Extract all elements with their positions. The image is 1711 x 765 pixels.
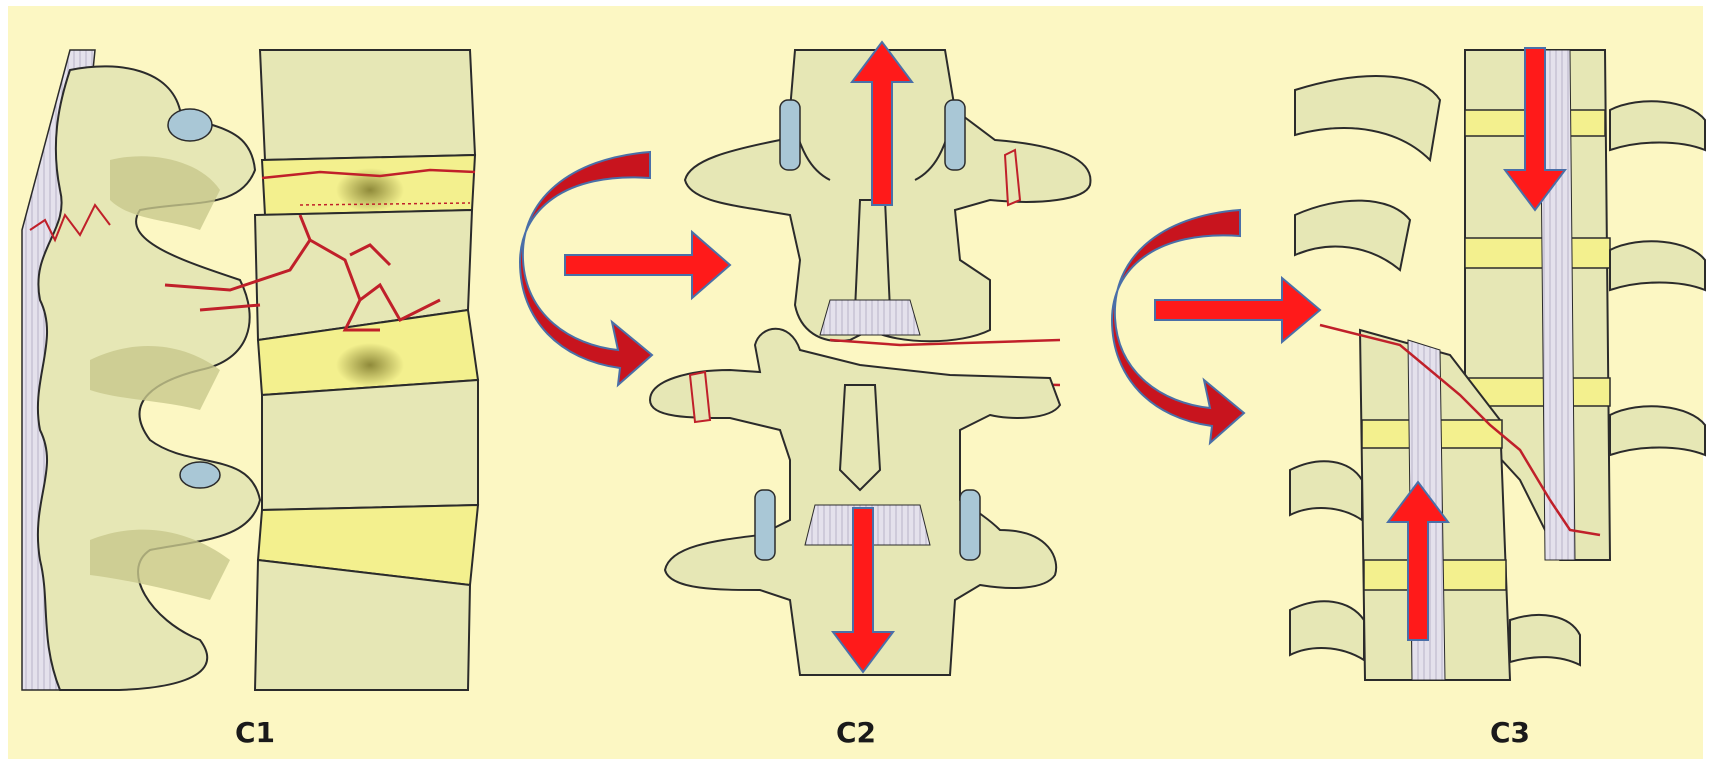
c2-lower-cartilage-right bbox=[960, 490, 980, 560]
c2-upper-cartilage-right bbox=[945, 100, 965, 170]
c2-lower-cartilage-left bbox=[755, 490, 775, 560]
c1-vertebral-body-upper bbox=[260, 50, 475, 160]
c1-hemorrhage-lower bbox=[336, 343, 404, 387]
c1-cartilage-lower bbox=[180, 462, 220, 488]
c3-rib-right-1 bbox=[1610, 101, 1705, 150]
c2-ligament-upper bbox=[820, 300, 920, 335]
panel-label-c3: C3 bbox=[1490, 716, 1530, 749]
panel-label-c2: C2 bbox=[836, 716, 876, 749]
panel-label-c1: C1 bbox=[235, 716, 275, 749]
c3-upper-disc-2 bbox=[1465, 238, 1610, 268]
c2-upper-cartilage-left bbox=[780, 100, 800, 170]
c2-spinous-process-lower bbox=[840, 385, 880, 490]
c3-rib-right-lower bbox=[1510, 615, 1580, 665]
c3-rib-right-2 bbox=[1610, 241, 1705, 290]
c1-vertebral-body-lower bbox=[262, 380, 478, 510]
c1-cartilage-upper bbox=[168, 109, 212, 141]
c3-rib-right-3 bbox=[1610, 406, 1705, 455]
